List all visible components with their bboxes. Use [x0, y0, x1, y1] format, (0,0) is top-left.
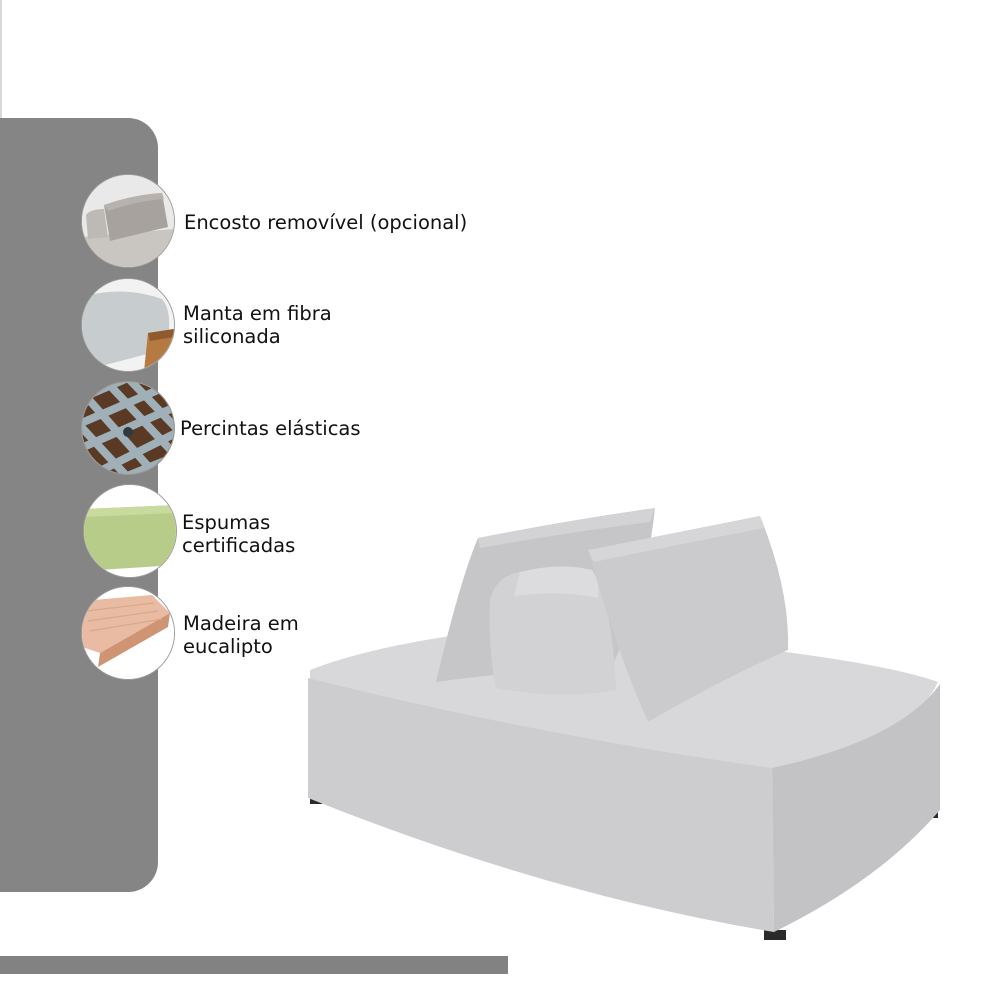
bottom-bar: [0, 956, 508, 974]
feature-label-foam: Espumas certificadas: [182, 511, 296, 557]
fiber-blanket-icon: [81, 278, 175, 372]
feature-label-blanket: Manta em fibra siliconada: [183, 302, 332, 348]
sofa-image: [300, 500, 950, 945]
feature-label-webbing: Percintas elásticas: [180, 417, 361, 440]
feature-label-backrest: Encosto removível (opcional): [184, 211, 468, 234]
backrest-cushion-icon: [81, 174, 175, 268]
foam-icon: [83, 484, 177, 578]
left-edge-line: [0, 0, 2, 118]
elastic-webbing-icon: [81, 381, 175, 475]
eucalyptus-wood-icon: [81, 586, 175, 680]
feature-label-wood: Madeira em eucalipto: [183, 612, 299, 658]
